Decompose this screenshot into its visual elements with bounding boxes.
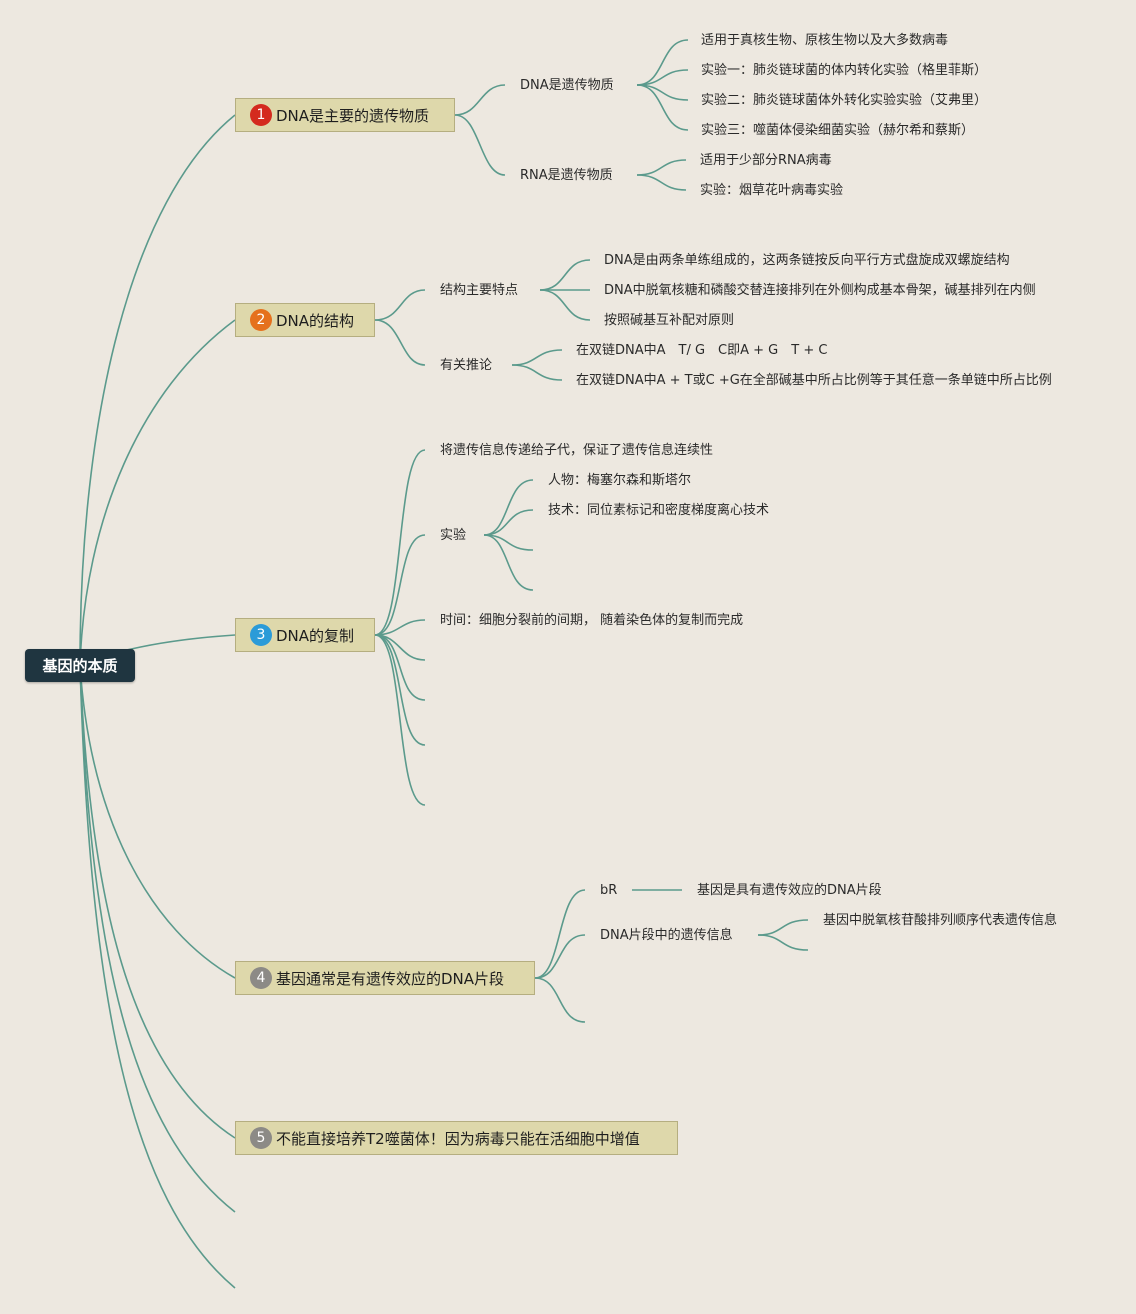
leaf-item[interactable]: 实验一：肺炎链球菌的体内转化实验（格里菲斯） — [701, 63, 988, 78]
leaf-item[interactable]: 按照碱基互补配对原则 — [604, 313, 735, 328]
leaf-item[interactable]: 基因中脱氧核苷酸排列顺序代表遗传信息 — [823, 913, 1058, 928]
number-badge-2: 2 — [250, 309, 272, 331]
topic-gene-definition[interactable]: 4 基因通常是有遗传效应的DNA片段 — [235, 961, 535, 995]
number-badge-1: 1 — [250, 104, 272, 126]
topic-t2-phage-note[interactable]: 5 不能直接培养T2噬菌体！因为病毒只能在活细胞中增值 — [235, 1121, 678, 1155]
topic-dna-structure[interactable]: 2 DNA的结构 — [235, 303, 375, 337]
branch-meaning[interactable]: 将遗传信息传递给子代，保证了遗传信息连续性 — [440, 443, 714, 458]
number-badge-3: 3 — [250, 624, 272, 646]
topic-dna-replication[interactable]: 3 DNA的复制 — [235, 618, 375, 652]
topic-label: DNA是主要的遗传物质 — [276, 106, 430, 125]
root-node[interactable]: 基因的本质 — [25, 649, 135, 682]
branch-structure-features[interactable]: 结构主要特点 — [440, 283, 519, 298]
branch-genetic-info[interactable]: DNA片段中的遗传信息 — [600, 928, 733, 943]
leaf-item[interactable]: 实验三：噬菌体侵染细菌实验（赫尔希和蔡斯） — [701, 123, 975, 138]
topic-label: 不能直接培养T2噬菌体！因为病毒只能在活细胞中增值 — [276, 1129, 640, 1148]
leaf-item[interactable]: DNA是由两条单练组成的，这两条链按反向平行方式盘旋成双螺旋结构 — [604, 253, 1010, 268]
leaf-item[interactable]: 在双链DNA中A T/ G C即A + G T + C — [576, 343, 828, 358]
leaf-item[interactable]: 基因是具有遗传效应的DNA片段 — [697, 883, 882, 898]
leaf-item[interactable]: 适用于少部分RNA病毒 — [700, 153, 832, 168]
number-badge-4: 4 — [250, 967, 272, 989]
topic-label: 基因通常是有遗传效应的DNA片段 — [276, 969, 505, 988]
leaf-item[interactable]: 实验二：肺炎链球菌体外转化实验实验（艾弗里） — [701, 93, 988, 108]
branch-br[interactable]: bR — [600, 883, 618, 898]
leaf-item[interactable]: DNA中脱氧核糖和磷酸交替连接排列在外侧构成基本骨架，碱基排列在内侧 — [604, 283, 1036, 298]
leaf-item[interactable]: 技术：同位素标记和密度梯度离心技术 — [548, 503, 770, 518]
leaf-item[interactable]: 在双链DNA中A + T或C +G在全部碱基中所占比例等于其任意一条单链中所占比… — [576, 373, 1052, 388]
topic-label: DNA的结构 — [276, 311, 355, 330]
branch-rna-genetic[interactable]: RNA是遗传物质 — [520, 168, 613, 183]
branch-dna-genetic[interactable]: DNA是遗传物质 — [520, 78, 614, 93]
topic-label: DNA的复制 — [276, 626, 355, 645]
topic-dna-genetic-material[interactable]: 1 DNA是主要的遗传物质 — [235, 98, 455, 132]
branch-experiment[interactable]: 实验 — [440, 528, 467, 543]
branch-inference[interactable]: 有关推论 — [440, 358, 493, 373]
branch-time[interactable]: 时间：细胞分裂前的间期， 随着染色体的复制而完成 — [440, 613, 744, 628]
leaf-item[interactable]: 人物：梅塞尔森和斯塔尔 — [548, 473, 692, 488]
leaf-item[interactable]: 实验：烟草花叶病毒实验 — [700, 183, 844, 198]
leaf-item[interactable]: 适用于真核生物、原核生物以及大多数病毒 — [701, 33, 949, 48]
number-badge-5: 5 — [250, 1127, 272, 1149]
